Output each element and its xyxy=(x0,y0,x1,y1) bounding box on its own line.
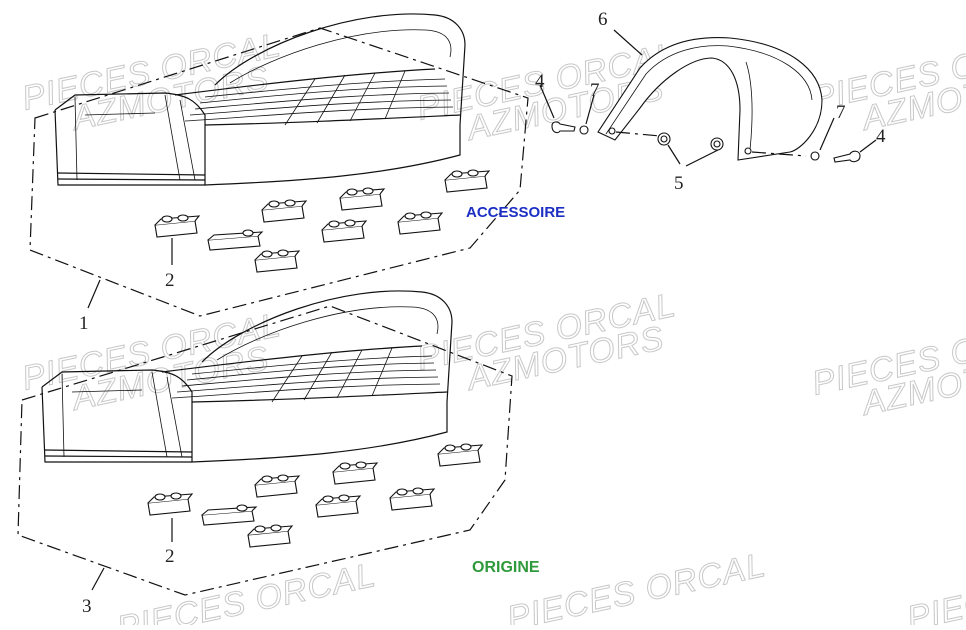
watermark-group: PIECES ORCAL AZMOTORS PIECES ORCAL AZMOT… xyxy=(18,25,966,630)
washer-right xyxy=(810,151,820,161)
rubber-block xyxy=(247,524,293,548)
rubber-block xyxy=(444,169,490,193)
rubber-block xyxy=(201,504,257,526)
rubber-block xyxy=(321,219,367,243)
watermark-text: PIECES ORCAL xyxy=(114,556,379,625)
rubber-block xyxy=(254,474,300,498)
rubber-block xyxy=(254,249,300,273)
screw-left xyxy=(551,121,576,134)
rubber-block xyxy=(261,199,307,223)
callout-1: 1 xyxy=(79,313,89,334)
callout-7: 7 xyxy=(836,102,846,123)
washer-left xyxy=(579,125,589,135)
callout-2: 2 xyxy=(165,546,175,567)
backrest-shell xyxy=(597,37,823,161)
assembly-outline-3 xyxy=(17,305,513,596)
callout-7: 7 xyxy=(590,80,600,101)
rubber-block xyxy=(389,487,435,511)
callout-6: 6 xyxy=(598,9,608,30)
watermark-text: PIECES ORCAL xyxy=(904,546,966,625)
backrest-assembly: 4 7 6 5 7 4 xyxy=(535,9,886,194)
rubber-block xyxy=(154,214,200,238)
assembly-outline-1 xyxy=(29,27,529,317)
callout-5: 5 xyxy=(674,173,684,194)
watermark-text: PIECES ORCAL xyxy=(504,546,769,625)
accessory-seat-assembly: 2 1 ACCESSOIRE xyxy=(29,13,565,334)
rubber-block xyxy=(147,492,193,516)
callout-2: 2 xyxy=(165,270,175,291)
rubber-block xyxy=(332,461,378,485)
callout-4: 4 xyxy=(535,71,545,92)
screw-right xyxy=(833,150,861,163)
label-origine: ORIGINE xyxy=(472,559,540,576)
rubber-block xyxy=(397,211,443,235)
callout-4: 4 xyxy=(876,126,886,147)
rubber-block xyxy=(437,443,483,467)
label-accessoire: ACCESSOIRE xyxy=(466,204,565,221)
rubber-block xyxy=(207,229,263,251)
original-seat-assembly: 2 3 ORIGINE xyxy=(17,290,540,617)
callout-3: 3 xyxy=(82,596,92,617)
rubber-block xyxy=(339,187,385,211)
rubber-block xyxy=(315,494,361,518)
